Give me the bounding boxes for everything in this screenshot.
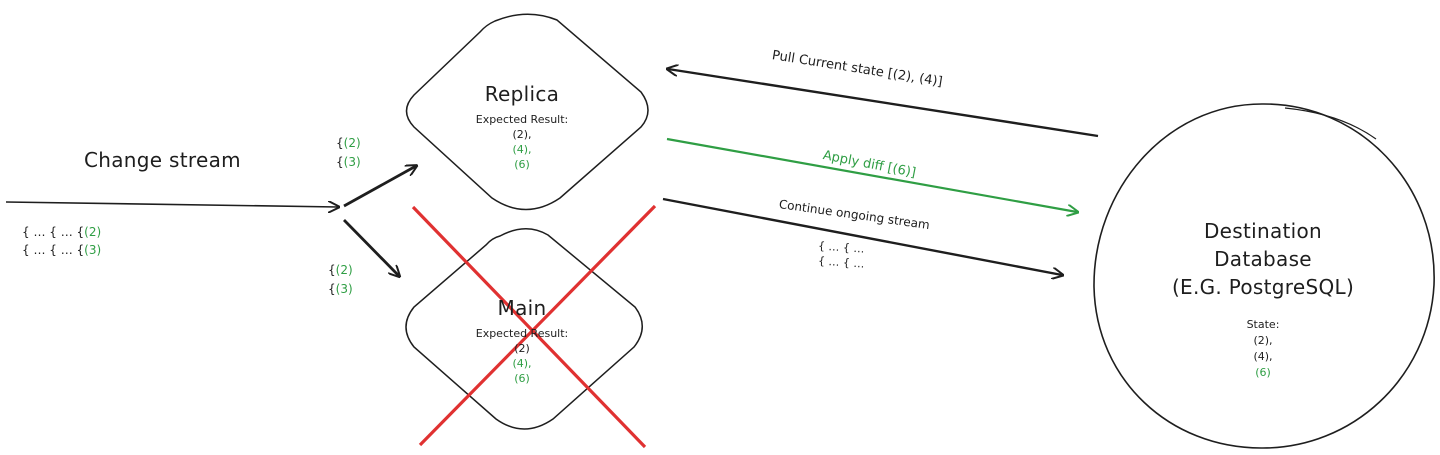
main-diamond [405,228,643,430]
branch-prefix: { [328,263,336,277]
expected-result-label: Expected Result: [475,113,569,126]
pull-current-state-arrow [668,69,1099,138]
crossed-out-line [411,205,647,449]
ongoing-stream-line: { … { … [817,239,865,256]
branch-item: { (2) [328,264,353,276]
ongoing-stream-line: { … { … [817,254,865,271]
branch-prefix: { [336,155,344,169]
branch-prefix: { [328,282,336,296]
crossed-out-line [418,204,657,447]
stream-prefix: { … { … { [22,225,85,239]
stream-value: (3) [84,243,102,257]
destination-title-line: Destination [1203,219,1323,243]
state-label: State: [1246,318,1280,331]
main-label-block: Main Expected Result: (2) (4), (6) [476,298,569,384]
branch-item: { (2) [336,137,361,149]
state-item: (6) [1255,366,1271,379]
expected-result-label: Expected Result: [475,327,569,340]
main-node [405,204,657,449]
state-item: (2), [1253,334,1273,347]
branch-prefix: { [336,136,344,150]
branch-item: { (3) [328,283,353,295]
upper-branch-items: { (2) { (3) [336,137,361,168]
branch-value: (3) [343,155,361,169]
state-item: (4), [1253,350,1273,363]
continue-stream-arrow [662,197,1062,275]
apply-diff-arrow [666,137,1077,212]
stream-prefix: { … { … { [22,243,85,257]
change-stream-arrow [5,202,338,207]
result-item: (6) [514,372,530,385]
left-stream-lines: { … { … { (2) { … { … { (3) [22,226,101,256]
branch-value: (3) [335,282,353,296]
left-stream-line: { … { … { (3) [22,244,101,256]
replica-diamond [405,13,649,211]
stream-value: (2) [84,225,102,239]
left-stream-line: { … { … { (2) [22,226,101,238]
replica-title: Replica [484,82,560,106]
replica-node [405,13,649,211]
result-item: (2), [512,128,532,141]
result-item: (2) [514,342,530,355]
destination-title: Destination Database (E.G. PostgreSQL) [1172,221,1354,297]
ongoing-stream-items: { … { … { … { … [817,239,865,271]
result-item: (4), [512,357,532,370]
result-item: (4), [512,143,532,156]
main-title: Main [497,296,547,320]
replica-label-block: Replica Expected Result: (2), (4), (6) [476,84,569,170]
branch-value: (2) [343,136,361,150]
result-item: (6) [514,158,530,171]
destination-title-line: (E.G. PostgreSQL) [1171,275,1355,299]
destination-title-line: Database [1214,247,1312,271]
branch-item: { (3) [336,156,361,168]
destination-state: State: (2), (4), (6) [1172,319,1354,378]
change-stream-title: Change stream [84,148,241,172]
main-result: Expected Result: (2) (4), (6) [476,328,569,384]
destination-circle-sketch [1284,107,1377,140]
to-main-arrow [343,219,399,276]
replica-result: Expected Result: (2), (4), (6) [476,114,569,170]
branch-value: (2) [335,263,353,277]
destination-node [1093,103,1435,449]
destination-circle [1093,103,1435,449]
destination-label-block: Destination Database (E.G. PostgreSQL) S… [1172,221,1354,378]
lower-branch-items: { (2) { (3) [328,264,353,295]
connector-lines [5,69,1099,276]
to-replica-arrow [343,166,416,208]
